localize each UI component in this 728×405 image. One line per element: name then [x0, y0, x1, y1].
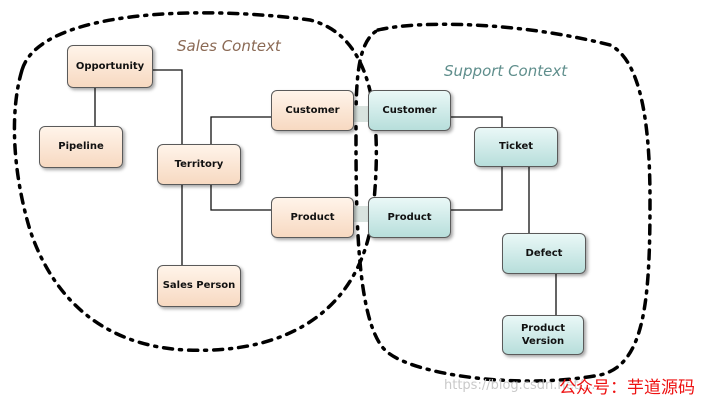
watermark-cn: 公众号：芋道源码 — [559, 378, 695, 398]
node-sales-product[interactable]: Product — [271, 197, 354, 238]
customer-bridge — [352, 106, 370, 122]
node-product-version[interactable]: Product Version — [502, 315, 584, 355]
watermark-url: https://blog.csdn.net/... — [444, 378, 596, 393]
node-support-customer[interactable]: Customer — [368, 90, 451, 131]
node-support-product[interactable]: Product — [368, 197, 451, 238]
edge-territory-customer — [210, 116, 271, 144]
edge-territory-product — [210, 185, 271, 211]
support-context-title: Support Context — [444, 62, 568, 80]
node-sales-person[interactable]: Sales Person — [157, 265, 241, 307]
node-opportunity[interactable]: Opportunity — [67, 45, 153, 88]
sales-context-title: Sales Context — [177, 37, 281, 55]
node-sales-customer[interactable]: Customer — [271, 90, 354, 131]
connectors — [94, 69, 557, 315]
node-defect[interactable]: Defect — [502, 233, 586, 274]
edge-opportunity-territory — [153, 69, 183, 144]
support-context-boundary — [354, 22, 652, 383]
node-ticket[interactable]: Ticket — [474, 127, 558, 167]
node-pipeline[interactable]: Pipeline — [39, 126, 123, 168]
node-territory[interactable]: Territory — [157, 144, 241, 185]
edge-product-ticket — [450, 167, 503, 211]
sales-context-boundary — [12, 11, 378, 353]
product-bridge — [352, 206, 370, 222]
edge-customer-ticket — [450, 116, 503, 127]
